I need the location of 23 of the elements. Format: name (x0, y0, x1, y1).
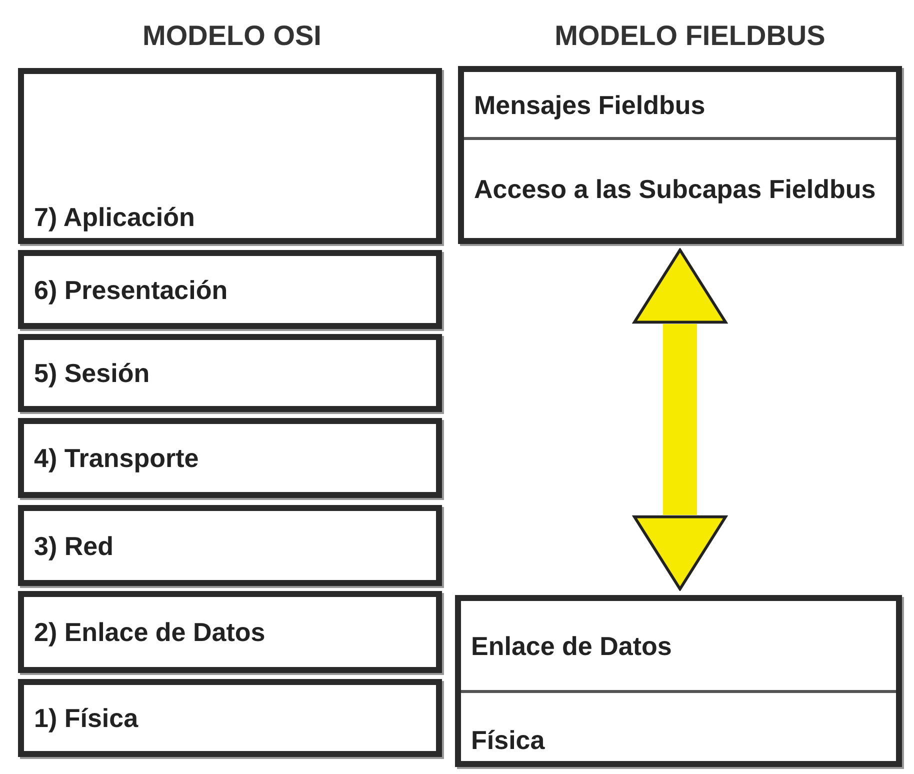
layer-label: 7) Aplicación (34, 202, 196, 232)
layer-box (18, 591, 442, 673)
layer-label: 2) Enlace de Datos (34, 617, 266, 647)
double-arrow (632, 248, 728, 590)
stack-box (455, 595, 902, 767)
column-heading: MODELO OSI (142, 20, 322, 52)
layer-label: Mensajes Fieldbus (474, 90, 706, 120)
layer-box (18, 68, 442, 244)
layer-label: 1) Física (34, 703, 140, 733)
column-heading: MODELO FIELDBUS (554, 20, 826, 52)
layer-label: 5) Sesión (34, 358, 151, 388)
layer-label: Enlace de Datos (471, 630, 673, 660)
stack-box (458, 66, 902, 244)
layer-box (18, 505, 442, 586)
layer-label: Física (471, 725, 546, 755)
layer-box (18, 418, 442, 498)
layer-label: 3) Red (34, 530, 114, 560)
layer-box (18, 250, 442, 329)
layer-label: 6) Presentación (34, 274, 229, 304)
layer-box (18, 679, 442, 757)
layer-label: 4) Transporte (34, 443, 200, 473)
layer-label: Acceso a las Subcapas Fieldbus (474, 174, 877, 204)
layer-box (18, 334, 442, 412)
